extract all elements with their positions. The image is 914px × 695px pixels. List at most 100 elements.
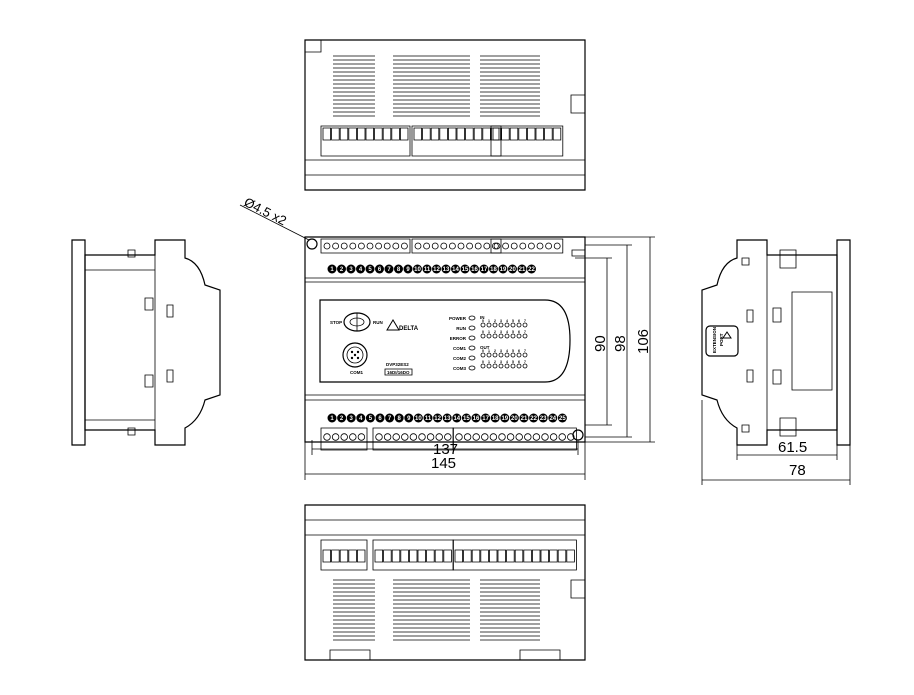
left-side-view [72,240,220,445]
terminal-block [491,126,563,156]
io-led [487,364,491,368]
extension-port[interactable] [706,326,738,356]
terminal-number-badge [460,264,470,274]
io-led-number: 1 [488,349,490,353]
io-led [517,364,521,368]
terminal-number: 16 [471,267,478,273]
terminal-screw [324,434,331,441]
io-led-number: 5 [512,349,514,353]
terminal-number-badge [413,264,422,274]
terminal-number: 19 [500,267,507,273]
com1-port-connector[interactable] [343,343,367,367]
terminal-number-badge [479,264,489,274]
terminal-number-badge [527,264,536,274]
terminal-number-badge [403,264,413,274]
terminal-screw [491,128,499,140]
terminal-screw [493,128,501,140]
terminal-screw [383,128,391,140]
io-led [481,334,485,338]
io-led-number: 5 [512,360,514,364]
triangle-icon [723,332,731,338]
terminal-number-badge [385,413,395,423]
terminal-screw [472,550,480,562]
led-label: COM1 [453,346,466,351]
terminal-screw [401,550,409,562]
bottom-view-latch [571,580,585,598]
run-stop-switch[interactable] [344,313,370,331]
led-label: ERROR [450,336,467,341]
status-led [469,346,475,350]
terminal-screw [414,128,422,140]
width-137: 137 [433,441,458,458]
terminal-screw [533,434,540,441]
terminal-number: 3 [349,267,353,273]
terminal-number: 15 [462,267,469,273]
bottom-view-outline [305,505,585,660]
terminal-screw [525,434,532,441]
front-panel-face [320,300,570,382]
terminal-number-badge [337,413,347,423]
terminal-screw [445,434,452,441]
io-led-number: 6 [518,319,520,323]
dimension-annotations: Ø4.5 x2 90 98 106 137 145 61.5 78 [240,194,850,485]
terminal-screw [475,243,481,249]
terminal-number: 6 [378,267,382,273]
terminal-screw [567,550,575,562]
terminal-screw [473,434,480,441]
terminal-block [321,239,410,253]
brand-label: DELTA [399,326,419,332]
terminal-number-badge [509,413,519,423]
terminal-number: 4 [359,416,363,422]
io-led [487,353,491,357]
terminal-number: 9 [406,267,410,273]
terminal-screw [384,434,391,441]
terminal-number: 18 [490,267,497,273]
front-view-outline [305,237,585,442]
terminal-screw [553,128,561,140]
front-top-terminal-strip [321,239,563,253]
io-led [523,364,527,368]
terminal-screw [332,434,339,441]
terminal-screw [449,243,455,249]
terminal-screw [358,434,365,441]
terminal-number: 7 [387,267,391,273]
io-led [481,323,485,327]
terminal-number: 9 [407,416,411,422]
io-led-number: 6 [518,360,520,364]
terminal-screw [340,550,348,562]
terminal-screw [384,550,392,562]
terminal-screw [350,434,357,441]
terminal-screw [409,550,417,562]
switch-stop-label: STOP [330,320,342,325]
terminal-number-badge [461,413,471,423]
top-view-outline [305,40,585,190]
terminal-number-badge [375,264,384,274]
terminal-number: 4 [359,267,363,273]
terminal-number: 1 [330,416,334,422]
extension-label: EXTENSION [712,327,717,353]
terminal-screw [366,128,374,140]
terminal-screw [419,434,426,441]
terminal-screw [492,243,498,249]
io-led [493,323,497,327]
terminal-number-badge [529,413,539,423]
terminal-number: 11 [425,416,432,422]
io-led [511,364,515,368]
terminal-screw [393,243,399,249]
terminal-number: 20 [509,267,516,273]
terminal-number-badge [481,413,491,423]
terminal-screw [436,434,443,441]
io-led [511,353,515,357]
terminal-number: 12 [433,267,440,273]
terminal-number: 21 [519,267,526,273]
terminal-screw [332,128,340,140]
io-led [505,334,509,338]
terminal-number: 21 [521,416,528,422]
terminal-number-badge [538,413,548,423]
terminal-screw [550,434,557,441]
terminal-screw [519,128,527,140]
terminal-number: 10 [415,416,422,422]
terminal-screw [401,243,407,249]
terminal-number-badge [384,264,394,274]
